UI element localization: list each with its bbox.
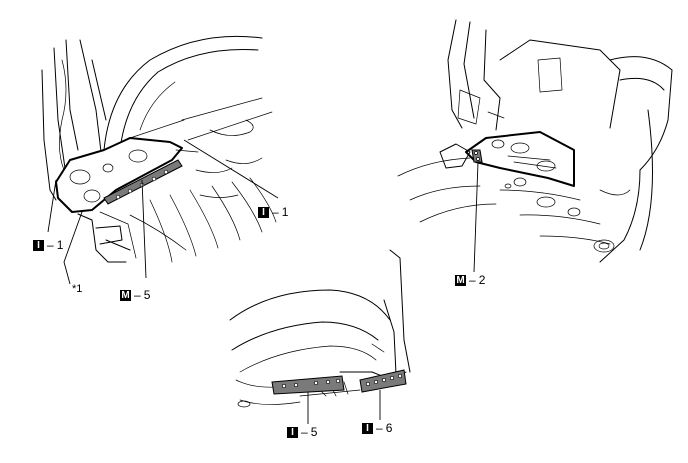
callout-bottom-i6: I – 6	[362, 422, 392, 434]
callout-number: 1	[281, 205, 289, 219]
callout-right-m2: M – 2	[455, 273, 486, 287]
callout-number: 2	[478, 273, 486, 287]
badge-icon: I	[287, 426, 298, 438]
reference-mark: *1	[72, 283, 83, 295]
bottom-view	[229, 249, 411, 424]
callout-number: 5	[310, 425, 318, 439]
callout-number: 5	[143, 288, 151, 302]
callout-number: 1	[56, 238, 64, 252]
badge-icon: M	[455, 274, 466, 286]
right-view	[397, 19, 673, 273]
callout-left-i1: I – 1	[33, 239, 63, 251]
callout-upper-left-i1: I – 1	[258, 206, 288, 218]
badge-icon: I	[258, 206, 269, 218]
left-view	[41, 35, 279, 285]
bottom-spot-welds	[281, 373, 403, 389]
badge-icon: M	[120, 289, 131, 301]
callout-bottom-i5: I – 5	[287, 426, 317, 438]
callout-number: 6	[385, 421, 393, 435]
callout-left-m5: M – 5	[120, 288, 151, 302]
badge-icon: I	[33, 239, 44, 251]
badge-icon: I	[362, 422, 373, 434]
